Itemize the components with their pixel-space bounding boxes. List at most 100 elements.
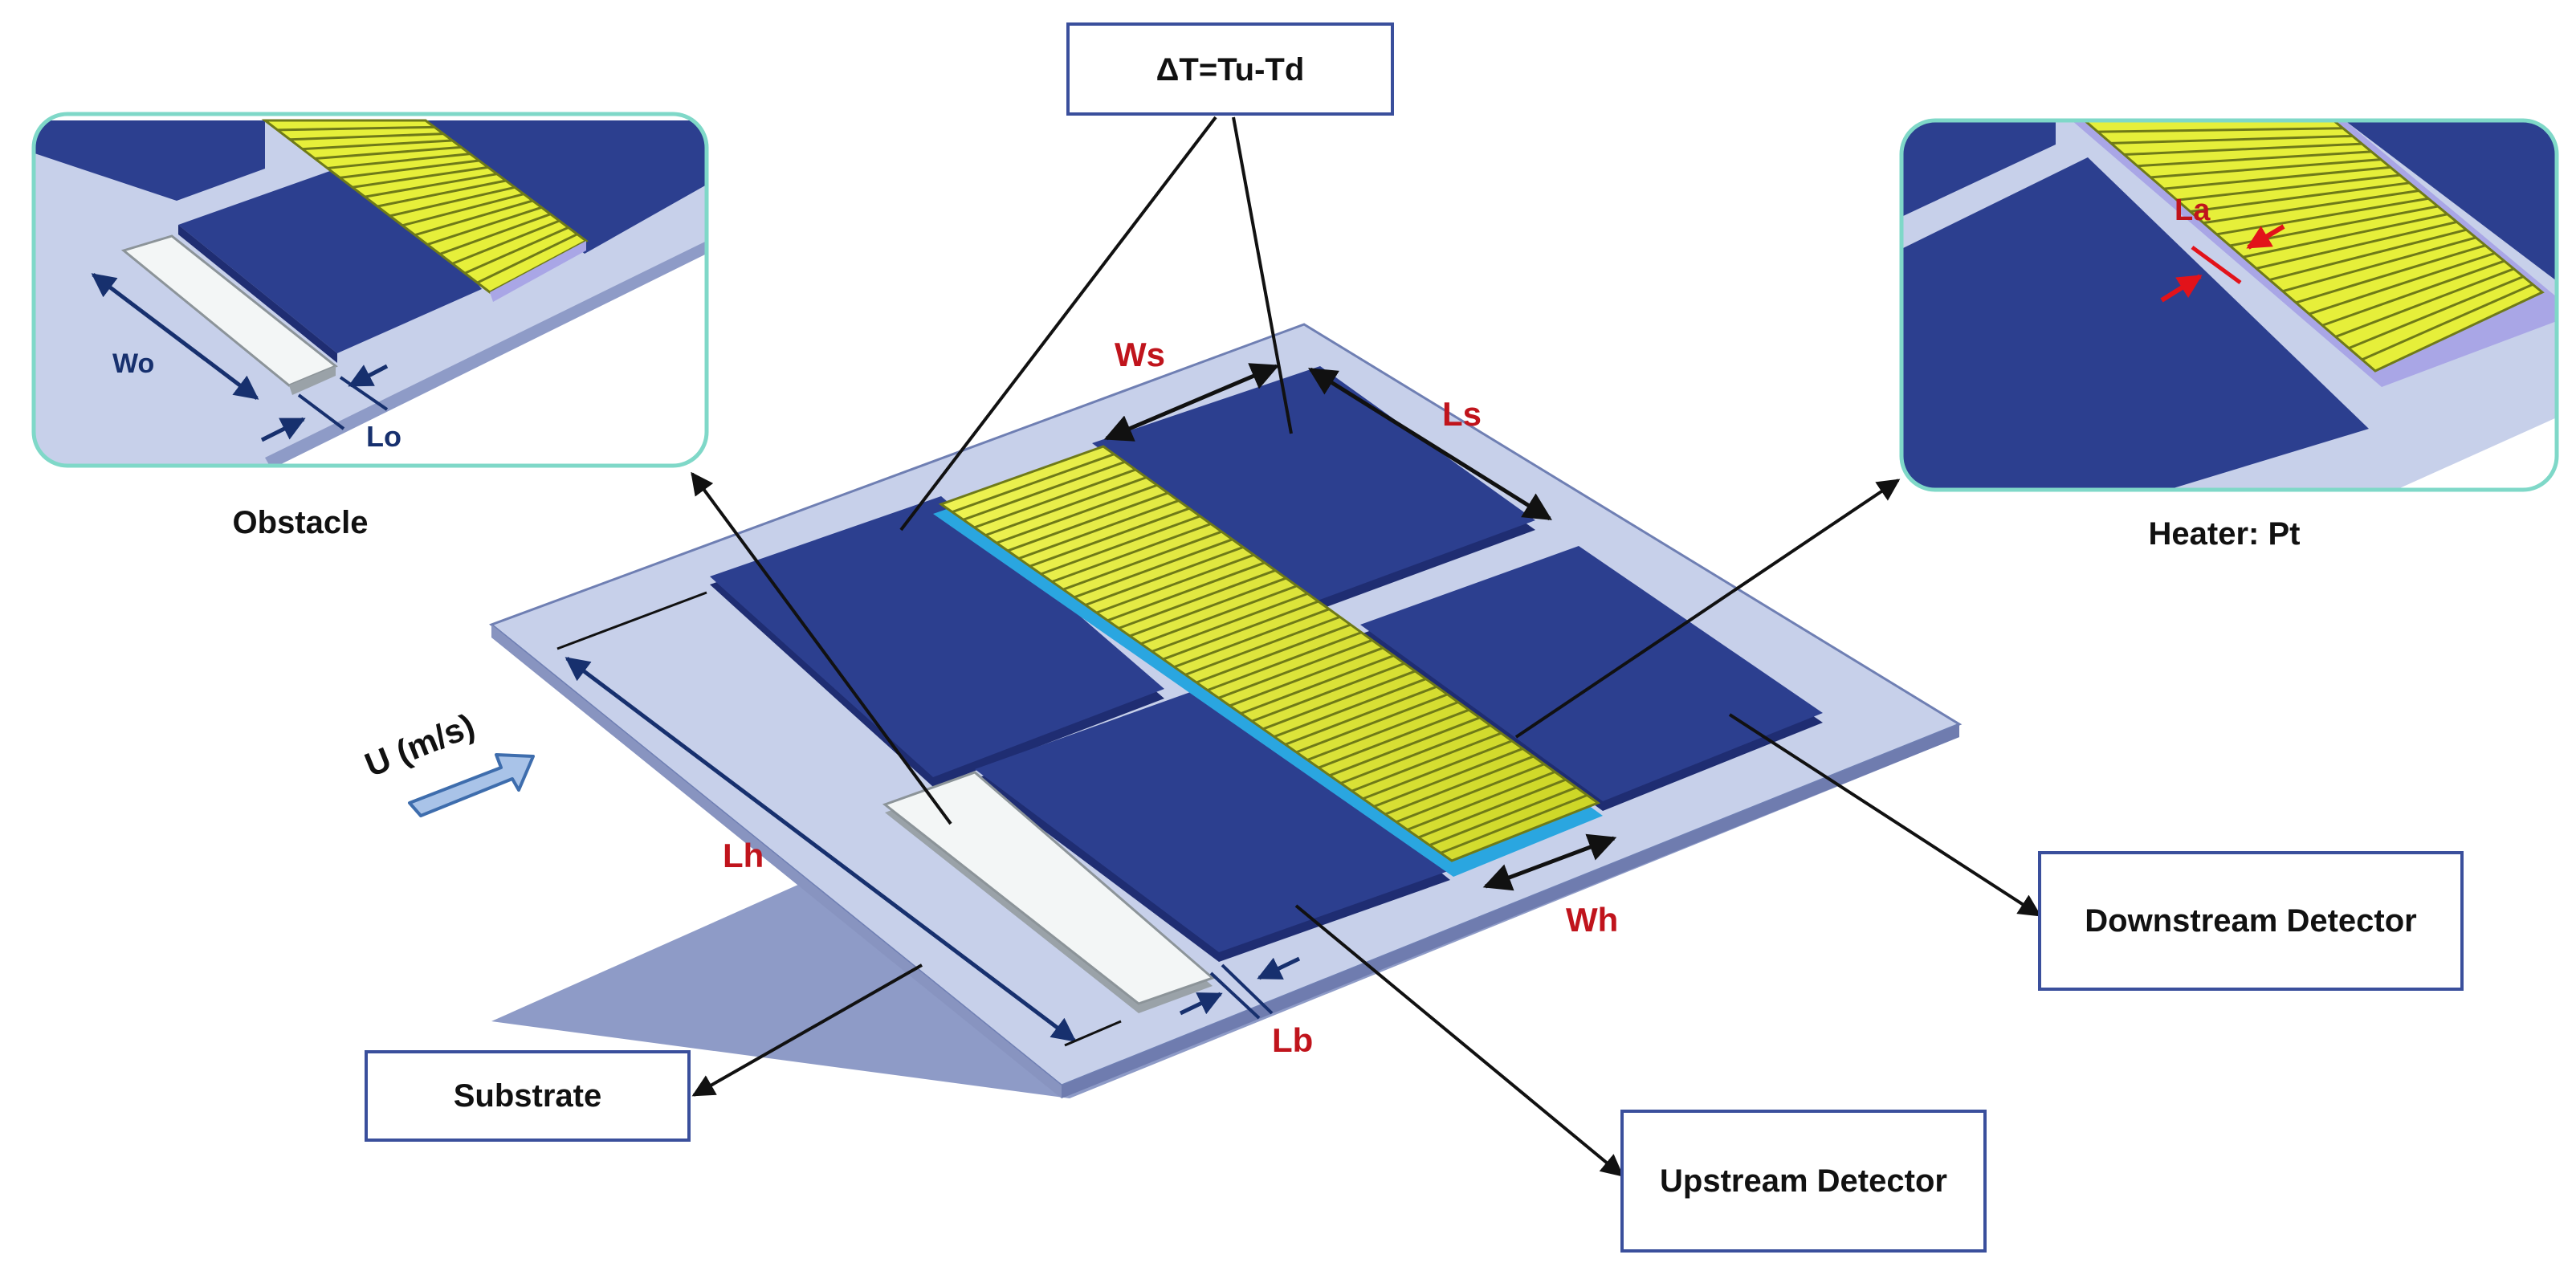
heater-meander-line (1007, 491, 1168, 552)
heater-meander-line (984, 476, 1147, 537)
heater-meander-line (365, 173, 498, 198)
heater-meander-line (1018, 499, 1180, 560)
heater-meander-line (377, 179, 507, 208)
heater-meander-line (277, 125, 435, 132)
heater-meander-line (1429, 786, 1577, 847)
heater-meander-line (1396, 763, 1545, 824)
heater-strip (933, 445, 1603, 877)
heater-meander-line (2137, 150, 2372, 168)
dim-wh: Wh (1566, 901, 1618, 939)
heater-meander-line (973, 468, 1136, 529)
heater-meander-line (2282, 236, 2476, 293)
flow-arrow-icon (408, 753, 535, 817)
heater-meander-line (1040, 515, 1201, 576)
downstream-detector-label: Downstream Detector (2085, 903, 2416, 939)
heater-meander-line (2097, 127, 2343, 133)
heater-meander-line (2321, 259, 2505, 327)
heater-meander-line (1062, 530, 1222, 591)
substrate-label: Substrate (454, 1078, 602, 1114)
heater-meander-line (1340, 724, 1491, 784)
heater-meander-line (996, 483, 1158, 544)
lh-extension-line-2 (1064, 1020, 1122, 1047)
substrate-box: Substrate (365, 1050, 691, 1142)
heater-meander-line (451, 219, 560, 265)
heater-meander-line (1107, 561, 1266, 622)
ls-dimension-arrow (1308, 367, 1552, 521)
heater-meander-line (2335, 267, 2515, 338)
heater-meander-line (401, 193, 524, 227)
heater-meander-line (2309, 251, 2496, 316)
heater-meander-line (1051, 523, 1212, 583)
heater-meander-line (1417, 778, 1567, 839)
downstream-detector-pad (1360, 546, 1823, 811)
heater-meander-line (1207, 631, 1362, 692)
heater-meander-line (352, 165, 488, 189)
obstacle-inset: Wo Lo (31, 112, 709, 468)
heater-meander-line (2190, 181, 2410, 213)
heater-meander-line (1274, 678, 1427, 738)
heater-inset: La (1899, 118, 2559, 492)
heater-meander-line (1295, 693, 1449, 754)
heater-meander-line (2243, 213, 2448, 259)
heater-meander-line (302, 139, 453, 151)
heater-meander-line (1029, 507, 1190, 568)
heater-meander-line (476, 233, 578, 284)
dim-lh: Lh (723, 837, 764, 874)
heater-meander-line (2295, 244, 2486, 304)
heater-meander-line (2203, 189, 2419, 225)
lh-extension-line (556, 591, 707, 650)
heater-meander-line (2163, 165, 2391, 190)
flow-label: U (m/s) (360, 706, 480, 784)
heater-meander-line (1373, 747, 1523, 808)
upstream-detector-box: Upstream Detector (1620, 1110, 1987, 1253)
upstream-detector-pad (975, 682, 1450, 962)
dim-wo: Wo (112, 348, 154, 379)
heater-meander-line (2124, 142, 2362, 157)
heater-meander-line (1085, 546, 1244, 606)
heater-meander-line (1384, 755, 1535, 816)
heater-meander-line (2256, 220, 2457, 270)
heater-meander-line (1285, 685, 1437, 746)
heater-meander-line (2268, 228, 2467, 281)
heater-meander-line (426, 206, 542, 246)
dim-lo: Lo (366, 420, 401, 453)
heater-meander-line (1229, 646, 1384, 707)
heater-meander-line (1240, 654, 1395, 715)
dim-ws: Ws (1115, 336, 1165, 373)
upstream-detector-label: Upstream Detector (1660, 1163, 1947, 1199)
heater-meander-line (2150, 158, 2382, 179)
heater-meander-line (414, 199, 533, 237)
dim-lb: Lb (1272, 1021, 1313, 1059)
leader-lines (691, 116, 2042, 1177)
heater-meander-line (389, 185, 516, 218)
heater-meander-line (439, 213, 552, 255)
heater-meander-line (1140, 585, 1298, 646)
heater-meander-line (963, 460, 1126, 521)
downstream-detector-box: Downstream Detector (2038, 851, 2464, 991)
heater-meander-line (1218, 638, 1373, 699)
delta-t-label: ΔT=Tu-Td (1156, 52, 1305, 88)
heater-meander-line (2177, 173, 2400, 202)
heater-meander-lines (952, 453, 1588, 854)
delta-t-box: ΔT=Tu-Td (1066, 22, 1394, 116)
ws-dimension-arrow (1103, 363, 1280, 442)
dim-ls: Ls (1442, 395, 1482, 433)
heater-meander-line (2110, 134, 2353, 145)
heater-meander-line (1096, 553, 1254, 614)
heater-meander-line (340, 159, 479, 179)
heater-meander-line (952, 453, 1115, 514)
heater-meander-line (1118, 569, 1276, 629)
heater-meander-line (2361, 283, 2533, 361)
heater-meander-line (1162, 600, 1319, 661)
obstacle-caption: Obstacle (233, 505, 369, 540)
dim-la: La (2175, 193, 2211, 227)
heater-meander-line (464, 226, 569, 275)
heater-meander-line (1184, 615, 1341, 676)
heater-meander-line (1306, 701, 1459, 761)
heater-meander-line (1351, 731, 1502, 792)
heater-meander-line (1196, 623, 1351, 684)
wh-dimension-arrow (1482, 833, 1617, 891)
heater-meander-line (290, 132, 444, 141)
heater-meander-line (1173, 608, 1330, 669)
